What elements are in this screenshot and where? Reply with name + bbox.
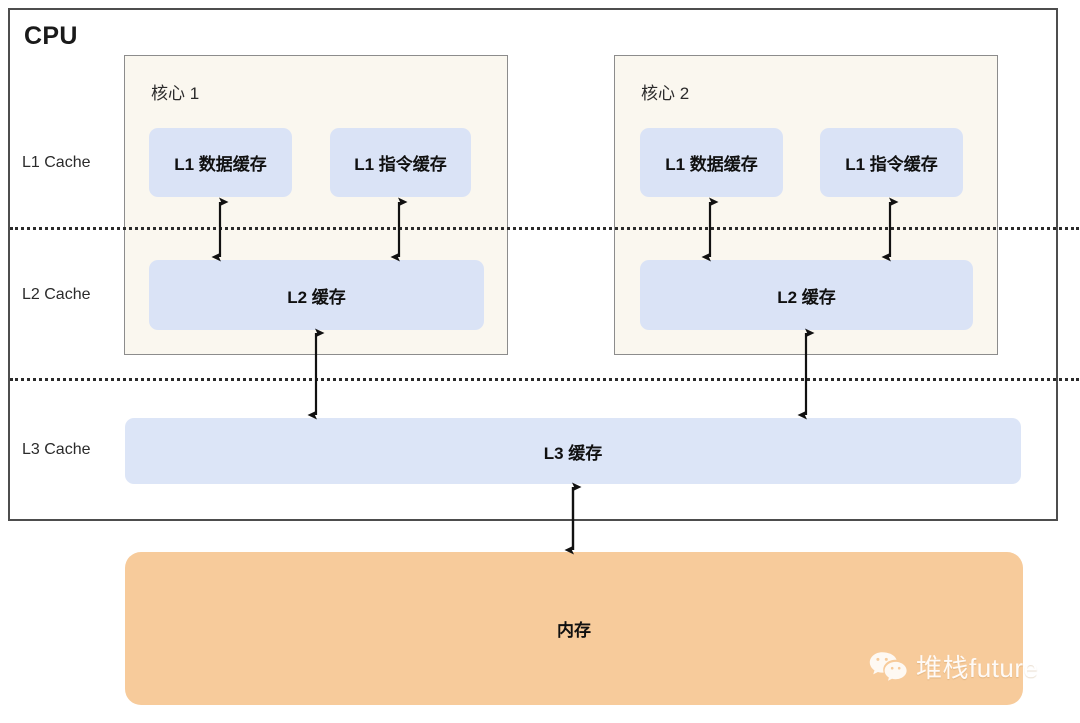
separator-l1-l2 [10,227,1079,230]
core-1-l2-cache: L2 缓存 [149,260,484,330]
tier-label-l2: L2 Cache [22,286,91,303]
core-2-label: 核心 2 [641,84,690,103]
core-1-l1-data-cache: L1 数据缓存 [149,128,292,197]
memory-block: 内存 [125,552,1023,705]
core-2-l1-instruction-cache: L1 指令缓存 [820,128,963,197]
wechat-icon [869,651,907,681]
separator-l2-l3 [10,378,1079,381]
core-1-l1-instruction-cache: L1 指令缓存 [330,128,471,197]
core-2-l2-cache: L2 缓存 [640,260,973,330]
core-2-l1-data-cache: L1 数据缓存 [640,128,783,197]
tier-label-l1: L1 Cache [22,154,91,171]
cpu-title: CPU [24,22,78,50]
tier-label-l3: L3 Cache [22,441,91,458]
watermark-text: 堆栈future [916,653,1039,683]
l3-cache-block: L3 缓存 [125,418,1021,484]
core-1-label: 核心 1 [151,84,200,103]
watermark: 堆栈future [868,648,1039,685]
